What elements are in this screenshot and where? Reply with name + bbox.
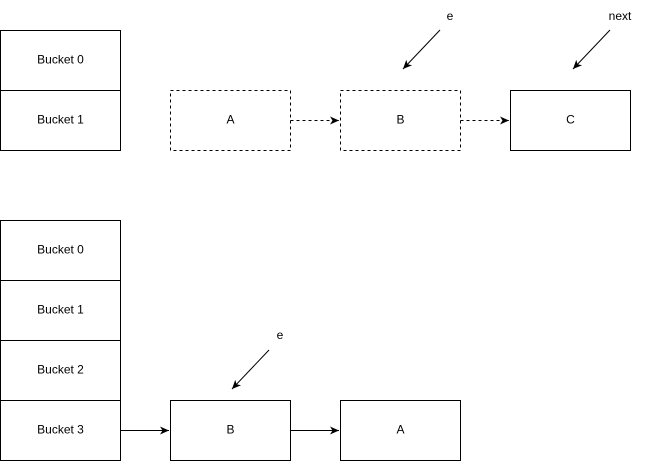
top-pointer-next: next [572,9,632,70]
top-bucket-0-label: Bucket 0 [37,53,84,67]
top-bucket-0: Bucket 0 [0,30,121,91]
bottom-bucket-array: Bucket 0 Bucket 1 Bucket 2 Bucket 3 [0,220,121,461]
bottom-pointer-e-label: e [277,328,284,342]
bottom-bucket-1-label: Bucket 1 [37,303,84,317]
top-pointer-next-label: next [609,9,632,23]
bottom-pointer-e: e [231,328,284,390]
top-node-a-label: A [226,113,234,127]
top-bucket-array: Bucket 0 Bucket 1 [0,30,121,151]
bottom-bucket-1: Bucket 1 [0,280,121,341]
bottom-node-a: A [340,400,461,461]
bottom-node-b: B [170,400,291,461]
bottom-bucket-2-label: Bucket 2 [37,363,84,377]
top-pointer-e-arrow [402,29,441,70]
bottom-bucket-0: Bucket 0 [0,220,121,281]
top-node-c-label: C [566,113,575,127]
bottom-pointer-e-arrow [231,349,270,390]
bottom-node-b-label: B [226,423,234,437]
top-bucket-1-label: Bucket 1 [37,113,84,127]
top-pointer-e: e [402,9,454,70]
bottom-bucket-2: Bucket 2 [0,340,121,401]
top-node-b: B [340,90,461,151]
top-pointer-e-label: e [447,9,454,23]
bottom-bucket-3-label: Bucket 3 [37,423,84,437]
top-node-a: A [170,90,291,151]
top-node-b-label: B [396,113,404,127]
bottom-bucket-0-label: Bucket 0 [37,243,84,257]
bottom-node-a-label: A [396,423,404,437]
top-bucket-1: Bucket 1 [0,90,121,151]
top-node-c: C [510,90,631,151]
bottom-bucket-3: Bucket 3 [0,400,121,461]
top-pointer-next-arrow [572,29,611,70]
